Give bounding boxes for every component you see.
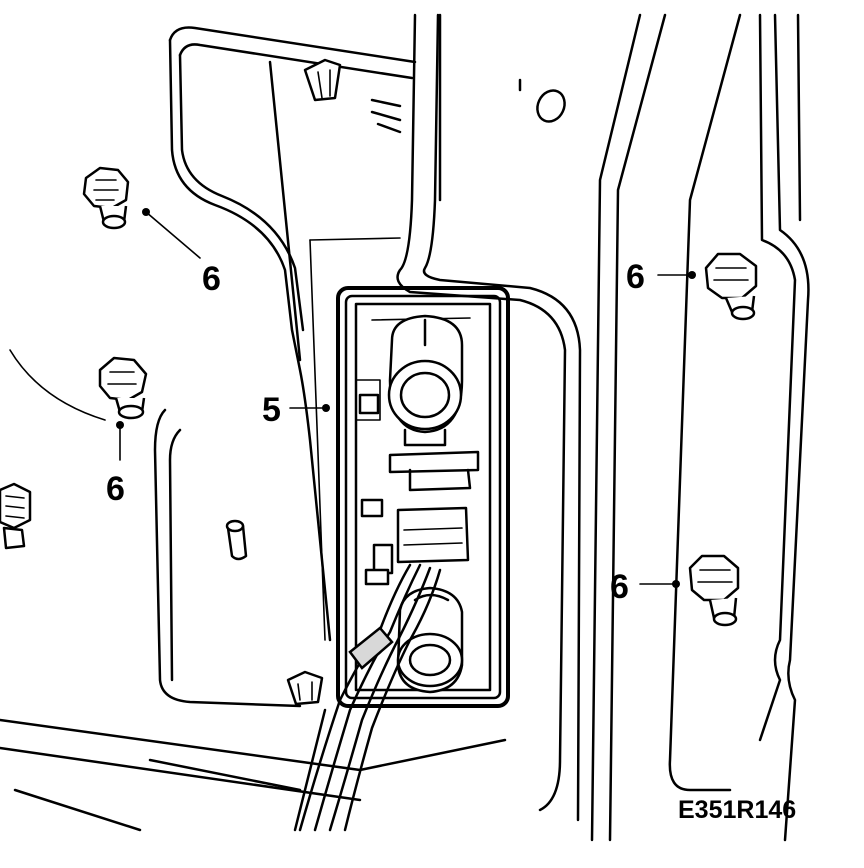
callout-6-top-left: 6 [202,260,221,298]
wiring-harness [293,563,442,832]
partial-fastener-left-edge [0,482,32,550]
locating-pin [225,519,248,561]
callout-6-mid-left: 6 [106,470,125,508]
upper-bulb-socket [387,314,464,447]
nut-fastener-top-right [704,252,758,321]
retaining-clip-bottom [286,670,324,706]
figure-reference-code: E351R146 [678,796,796,824]
nut-fastener-bottom-right [688,554,740,627]
callout-6-top-right: 6 [626,258,645,296]
lower-bulb-socket [396,586,464,694]
leader-lines [116,208,696,588]
body-panel [0,26,507,832]
callout-6-bottom-right: 6 [610,568,629,606]
lamp-holder [336,286,510,708]
retaining-clip-top [303,58,342,102]
callout-5-lamp-holder: 5 [262,391,281,429]
connector-housing [358,393,480,586]
nut-fastener-mid-left [98,356,148,420]
light-cluster-frame [396,13,810,842]
nut-fastener-top-left [82,166,130,230]
